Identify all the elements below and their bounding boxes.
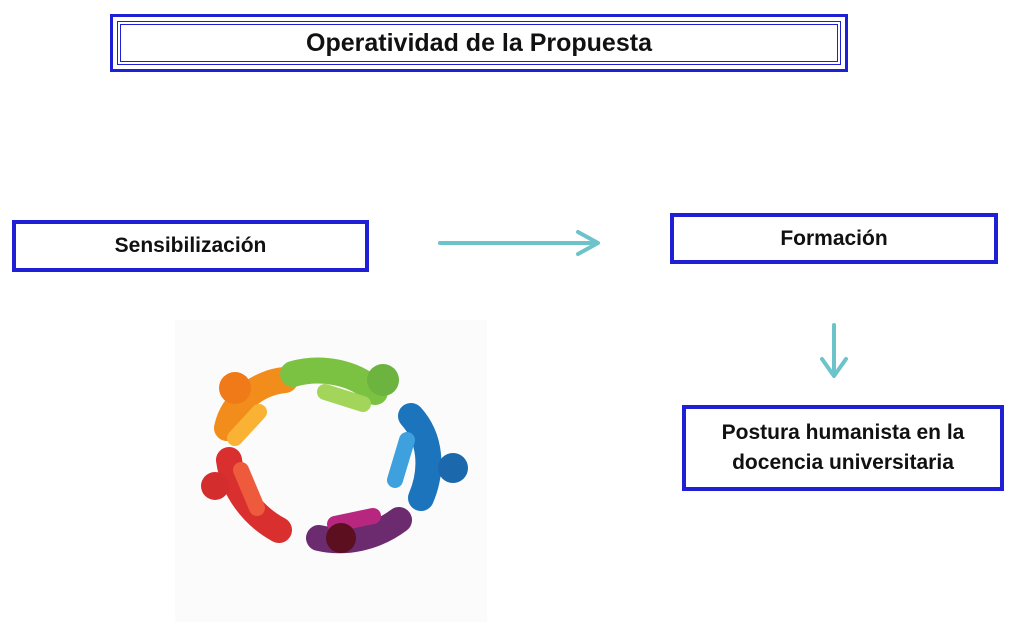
arrow-right-icon: [438, 230, 600, 256]
page-title: Operatividad de la Propuesta: [117, 21, 841, 65]
postura-line-1: Postura humanista en la: [721, 421, 965, 444]
circle-of-people-icon: [201, 357, 468, 554]
node-postura-humanista: Postura humanista en la docencia univers…: [682, 405, 1004, 491]
postura-line-2: docencia universitaria: [732, 451, 954, 474]
team-illustration: [175, 320, 487, 622]
title-box: Operatividad de la Propuesta: [110, 14, 848, 72]
node-sensibilizacion: Sensibilización: [12, 220, 369, 272]
arrow-down-icon: [820, 323, 848, 378]
node-formacion: Formación: [670, 213, 998, 264]
